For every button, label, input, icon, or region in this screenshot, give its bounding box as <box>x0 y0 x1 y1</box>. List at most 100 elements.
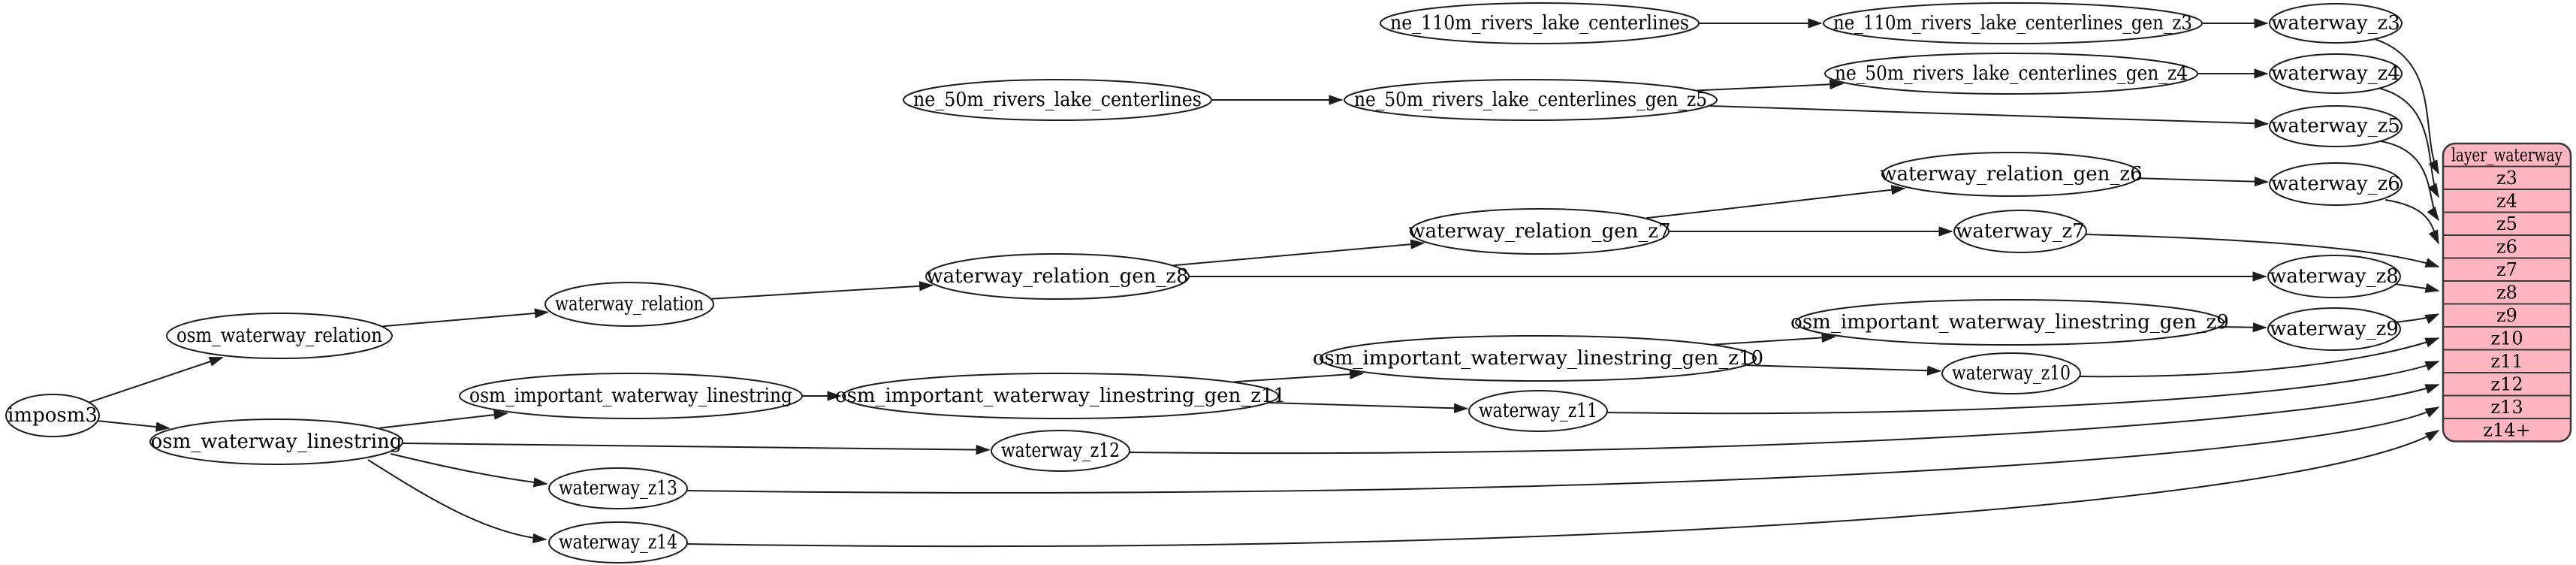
edge-ne_50m_rivers_lake_centerlines_gen_z5-to-ne_50m_rivers_lake_centerlines_gen_z4 <box>1697 79 1845 92</box>
node-ellipse <box>1824 53 2198 95</box>
node-ellipse <box>2269 105 2403 147</box>
node-label: osm_important_waterway_linestring_gen_z1… <box>835 385 1286 407</box>
table-row-z12: z12 <box>2490 373 2523 394</box>
node-waterway_relation: waterway_relation <box>544 282 714 327</box>
edge-waterway_z3-to-layer_waterway-z3 <box>2374 38 2439 175</box>
node-ne_110m_rivers_lake_centerlines: ne_110m_rivers_lake_centerlines <box>1380 2 1700 44</box>
node-ellipse <box>1344 79 1718 121</box>
edge-waterway_z8-to-layer_waterway-z8 <box>2394 282 2440 293</box>
table-row-z7: z7 <box>2496 259 2517 280</box>
edge-osm_waterway_linestring-to-waterway_z14 <box>367 459 547 544</box>
node-ellipse <box>459 373 803 419</box>
node-ellipse <box>2267 255 2401 298</box>
node-waterway_z14: waterway_z14 <box>548 521 688 563</box>
node-label: osm_waterway_relation <box>176 325 382 347</box>
edge-waterway_z7-to-layer_waterway-z7 <box>2084 234 2440 267</box>
node-waterway_relation_gen_z7: waterway_relation_gen_z7 <box>1408 208 1671 255</box>
edge-osm_waterway_linestring-to-waterway_z12 <box>403 443 991 455</box>
node-ellipse <box>5 394 100 437</box>
node-label: osm_waterway_linestring <box>151 431 403 453</box>
edge-waterway_z5-to-layer_waterway-z5 <box>2380 140 2439 222</box>
node-ellipse <box>1823 2 2203 44</box>
node-ellipse <box>2269 162 2403 206</box>
node-label: waterway_relation_gen_z6 <box>1880 163 2142 186</box>
node-ne_50m_rivers_lake_centerlines_gen_z5: ne_50m_rivers_lake_centerlines_gen_z5 <box>1344 79 1718 121</box>
node-label: imposm3 <box>8 404 98 427</box>
node-waterway_relation_gen_z6: waterway_relation_gen_z6 <box>1880 152 2143 197</box>
node-ellipse <box>1881 152 2141 197</box>
node-label: waterway_relation <box>555 293 704 316</box>
edge-waterway_z12-to-layer_waterway-z12 <box>1127 384 2440 455</box>
node-ellipse <box>166 313 393 359</box>
node-ellipse <box>925 253 1190 300</box>
node-waterway_z12: waterway_z12 <box>991 430 1130 472</box>
node-waterway_z8: waterway_z8 <box>2267 255 2401 298</box>
edge-osm_waterway_linestring-to-waterway_z13 <box>390 453 548 488</box>
table-row-z3: z3 <box>2496 168 2517 189</box>
node-waterway_z6: waterway_z6 <box>2269 162 2403 206</box>
node-waterway_z13: waterway_z13 <box>548 467 688 509</box>
node-ellipse <box>1953 210 2087 253</box>
node-ne_50m_rivers_lake_centerlines: ne_50m_rivers_lake_centerlines <box>903 79 1212 121</box>
table-row-z9: z9 <box>2496 305 2517 326</box>
nodes-layer: imposm3 osm_waterway_relation osm_waterway… <box>5 2 2403 563</box>
node-label: waterway_z8 <box>2270 265 2399 288</box>
table-row-z5: z5 <box>2496 213 2517 234</box>
table-row-z6: z6 <box>2496 236 2517 257</box>
edge-waterway_relation_gen_z7-to-waterway_relation_gen_z6 <box>1645 185 1906 219</box>
node-label: osm_important_waterway_linestring <box>469 385 792 407</box>
node-ellipse <box>842 373 1279 419</box>
node-waterway_z11: waterway_z11 <box>1468 390 1608 432</box>
table-row-z11: z11 <box>2490 351 2523 372</box>
edge-osm_important_waterway_linestring_gen_z9-to-waterway_z9 <box>2220 322 2267 333</box>
table-title: layer_waterway <box>2451 144 2562 165</box>
node-waterway_z4: waterway_z4 <box>2269 53 2403 94</box>
edge-waterway_z14-to-layer_waterway-z14+ <box>685 430 2440 548</box>
edge-waterway_z4-to-layer_waterway-z4 <box>2377 87 2439 198</box>
node-ellipse <box>1468 390 1608 432</box>
node-label: waterway_z12 <box>1001 440 1120 462</box>
table-outline <box>2442 142 2572 443</box>
node-osm_important_waterway_linestring: osm_important_waterway_linestring <box>459 373 803 419</box>
node-ne_50m_rivers_lake_centerlines_gen_z4: ne_50m_rivers_lake_centerlines_gen_z4 <box>1824 53 2198 95</box>
node-ellipse <box>2269 53 2403 94</box>
edge-waterway_z11-to-layer_waterway-z11 <box>1605 361 2440 415</box>
node-label: waterway_z9 <box>2270 318 2399 340</box>
node-ellipse <box>1795 299 2225 346</box>
node-waterway_z9: waterway_z9 <box>2267 307 2401 351</box>
node-ellipse <box>1380 2 1700 44</box>
edge-waterway_relation_gen_z6-to-waterway_z6 <box>2139 176 2269 187</box>
node-waterway_z7: waterway_z7 <box>1953 210 2087 253</box>
edge-ne_50m_rivers_lake_centerlines_gen_z5-to-waterway_z5 <box>1709 105 2270 128</box>
node-label: waterway_relation_gen_z8 <box>926 265 1188 288</box>
table-row-z10: z10 <box>2490 328 2523 349</box>
edge-imposm3-to-osm_waterway_linestring <box>98 420 170 432</box>
node-waterway_z3: waterway_z3 <box>2269 3 2403 44</box>
edge-osm_waterway_relation-to-waterway_relation <box>382 308 549 328</box>
node-label: waterway_z7 <box>1956 220 2085 243</box>
node-waterway_z10: waterway_z10 <box>1941 352 2081 394</box>
node-ellipse <box>548 521 688 563</box>
table-row-z8: z8 <box>2496 282 2517 303</box>
edge-osm_important_waterway_linestring_gen_z10-to-waterway_z10 <box>1747 364 1942 376</box>
edge-waterway_relation_gen_z8-to-waterway_relation_gen_z7 <box>1173 239 1425 267</box>
edge-osm_important_waterway_linestring_gen_z10-to-osm_important_waterway_linestring_gen_z9 <box>1713 332 1836 346</box>
edges-layer <box>89 18 2440 548</box>
node-ellipse <box>1410 208 1670 255</box>
node-osm_waterway_relation: osm_waterway_relation <box>166 313 393 359</box>
node-imposm3: imposm3 <box>5 394 100 437</box>
edge-waterway_relation-to-waterway_relation_gen_z8 <box>711 281 934 300</box>
node-osm_waterway_linestring: osm_waterway_linestring <box>149 418 403 465</box>
table-row-z4: z4 <box>2496 190 2517 211</box>
node-osm_important_waterway_linestring_gen_z9: osm_important_waterway_linestring_gen_z9 <box>1790 299 2229 346</box>
node-label: waterway_z5 <box>2271 115 2400 137</box>
node-label: ne_50m_rivers_lake_centerlines_gen_z5 <box>1354 89 1707 111</box>
node-ellipse <box>1320 335 1757 382</box>
edge-osm_important_waterway_linestring_gen_z11-to-waterway_z11 <box>1269 402 1469 413</box>
layer-waterway-table: layer_waterwayz3z4z5z6z7z8z9z10z11z12z13… <box>2442 142 2572 443</box>
node-label: waterway_z10 <box>1952 362 2071 385</box>
edge-osm_waterway_linestring-to-osm_important_waterway_linestring <box>379 409 508 429</box>
node-osm_important_waterway_linestring_gen_z10: osm_important_waterway_linestring_gen_z1… <box>1313 335 1763 382</box>
node-label: ne_50m_rivers_lake_centerlines_gen_z4 <box>1835 62 2188 85</box>
node-ellipse <box>1941 352 2081 394</box>
